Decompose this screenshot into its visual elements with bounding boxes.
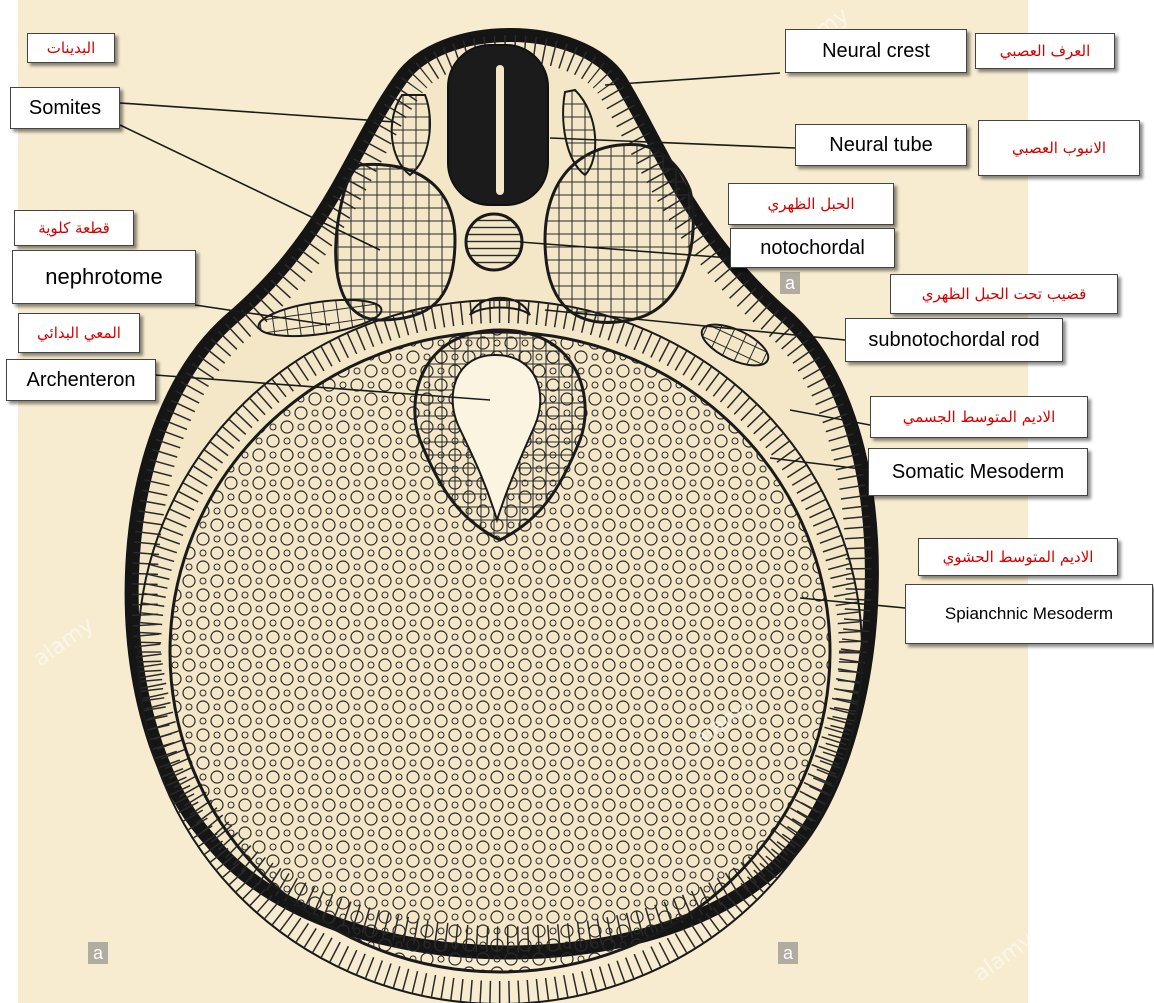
somatic-label-arabic: الاديم المتوسط الجسمي — [870, 396, 1088, 438]
subnotochordal-label-arabic: قضيب تحت الحبل الظهري — [890, 274, 1118, 314]
archenteron-label: Archenteron — [6, 359, 156, 401]
somites-label: Somites — [10, 87, 120, 129]
notochord — [466, 214, 522, 270]
notochordal-label: notochordal — [730, 228, 895, 268]
notochordal-label-arabic: الحبل الظهري — [728, 183, 894, 225]
splanchnic-label: Spianchnic Mesoderm — [905, 584, 1153, 644]
somites-label-arabic: البدينات — [27, 33, 115, 63]
somite-right — [545, 144, 693, 322]
watermark-mark: a — [778, 942, 798, 964]
watermark-mark: a — [780, 272, 800, 294]
nephrotome-label: nephrotome — [12, 250, 196, 304]
neural-canal — [496, 65, 504, 195]
somite-left — [336, 164, 455, 320]
splanchnic-label-arabic: الاديم المتوسط الحشوي — [918, 538, 1118, 576]
neural-tube-label-arabic: الانبوب العصبي — [978, 120, 1140, 176]
subnotochordal-label: subnotochordal rod — [845, 318, 1063, 362]
neural-crest-label: Neural crest — [785, 29, 967, 73]
watermark-mark: a — [88, 942, 108, 964]
nephrotome-label-arabic: قطعة كلوية — [14, 210, 134, 246]
neural-crest-label-arabic: العرف العصبي — [975, 33, 1115, 69]
somatic-label: Somatic Mesoderm — [868, 448, 1088, 496]
archenteron-label-arabic: المعي البدائي — [18, 313, 140, 353]
neural-tube-label: Neural tube — [795, 124, 967, 166]
